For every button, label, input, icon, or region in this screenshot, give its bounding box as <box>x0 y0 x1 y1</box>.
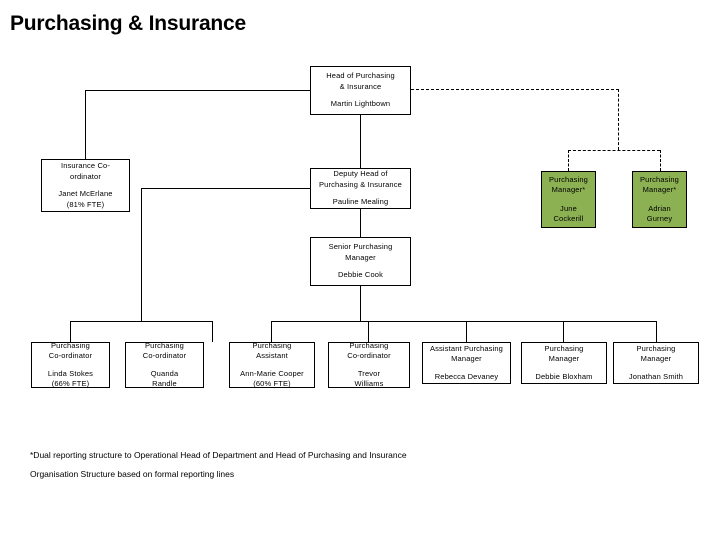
connector-dashed-head-to-managers-horizontal <box>411 89 619 90</box>
node-head-of-purchasing-and-insurance[interactable]: Head of Purchasing & Insurance Martin Li… <box>310 66 411 115</box>
node-role: Senior Purchasing Manager <box>328 242 393 262</box>
node-person: Linda Stokes (66% FTE) <box>47 368 94 389</box>
node-role: Insurance Co- ordinator <box>60 161 111 181</box>
node-person: Ann-Marie Cooper (60% FTE) <box>240 368 304 389</box>
node-bottom-1[interactable]: Purchasing Co-ordinator Linda Stokes (66… <box>31 340 110 389</box>
connector-drop-bottom-7 <box>656 321 657 342</box>
connector-senior-to-right-branch-vertical <box>360 286 361 321</box>
node-person: Quanda Randle <box>150 368 179 389</box>
connector-deputy-to-left-branch-vertical <box>141 188 142 321</box>
node-role: Deputy Head of Purchasing & Insurance <box>319 169 402 189</box>
connector-dashed-head-to-managers-vertical <box>618 89 619 150</box>
connector-drop-bottom-2 <box>212 321 213 342</box>
node-person: Jonathan Smith <box>628 371 684 381</box>
connector-drop-bottom-3 <box>271 321 272 342</box>
node-purchasing-manager-june-cockerill[interactable]: Purchasing Manager* June Cockerill <box>541 171 596 228</box>
node-bottom-7[interactable]: Purchasing Manager Jonathan Smith <box>613 342 699 384</box>
node-person: Martin Lightbown <box>330 99 391 109</box>
connector-deputy-to-left-branch-horizontal <box>141 188 310 189</box>
connector-head-to-insurance-horizontal <box>85 90 310 91</box>
node-person: Debbie Bloxham <box>535 371 593 381</box>
connector-dashed-drop-manager-cockerill <box>568 150 569 171</box>
node-role: Purchasing Assistant <box>252 340 292 361</box>
node-person: Adrian Gurney <box>646 203 673 224</box>
node-person: Debbie Cook <box>337 270 383 280</box>
connector-drop-bottom-6 <box>563 321 564 342</box>
connector-drop-bottom-5 <box>466 321 467 342</box>
node-role: Assistant Purchasing Manager <box>429 343 504 364</box>
footnote-dual-reporting: *Dual reporting structure to Operational… <box>30 450 407 460</box>
node-role: Purchasing Co-ordinator <box>347 340 391 361</box>
connector-right-distribution-bar <box>271 321 656 322</box>
node-insurance-coordinator[interactable]: Insurance Co- ordinator Janet McErlane (… <box>41 159 130 212</box>
node-role: Purchasing Co-ordinator <box>48 340 93 361</box>
node-role: Purchasing Manager* <box>639 174 680 195</box>
connector-head-to-deputy-vertical <box>360 115 361 168</box>
node-role: Purchasing Co-ordinator <box>142 340 187 361</box>
node-purchasing-manager-adrian-gurney[interactable]: Purchasing Manager* Adrian Gurney <box>632 171 687 228</box>
node-bottom-5[interactable]: Assistant Purchasing Manager Rebecca Dev… <box>422 342 511 384</box>
node-deputy-head-of-purchasing-and-insurance[interactable]: Deputy Head of Purchasing & Insurance Pa… <box>310 168 411 209</box>
node-person: Janet McErlane (81% FTE) <box>58 189 113 209</box>
node-person: June Cockerill <box>553 203 584 224</box>
node-bottom-4[interactable]: Purchasing Co-ordinator Trevor Williams <box>328 340 410 389</box>
node-person: Trevor Williams <box>354 368 384 389</box>
node-person: Rebecca Devaney <box>434 371 499 381</box>
footnote-organisation-structure: Organisation Structure based on formal r… <box>30 469 235 479</box>
connector-dashed-managers-distribution-bar <box>568 150 660 151</box>
connector-drop-bottom-4 <box>368 321 369 342</box>
connector-deputy-to-senior-vertical <box>360 209 361 237</box>
node-bottom-6[interactable]: Purchasing Manager Debbie Bloxham <box>521 342 607 384</box>
node-bottom-3[interactable]: Purchasing Assistant Ann-Marie Cooper (6… <box>229 340 315 389</box>
page-title: Purchasing & Insurance <box>10 12 247 35</box>
node-role: Purchasing Manager <box>544 343 584 364</box>
node-bottom-2[interactable]: Purchasing Co-ordinator Quanda Randle <box>125 340 204 389</box>
connector-head-to-insurance-vertical <box>85 90 86 159</box>
node-role: Purchasing Manager <box>636 343 676 364</box>
node-person: Pauline Mealing <box>332 197 389 207</box>
connector-dashed-drop-manager-gurney <box>660 150 661 171</box>
node-senior-purchasing-manager[interactable]: Senior Purchasing Manager Debbie Cook <box>310 237 411 286</box>
connector-left-distribution-bar <box>70 321 212 322</box>
node-role: Purchasing Manager* <box>548 174 589 195</box>
connector-drop-bottom-1 <box>70 321 71 342</box>
node-role: Head of Purchasing & Insurance <box>326 71 395 91</box>
